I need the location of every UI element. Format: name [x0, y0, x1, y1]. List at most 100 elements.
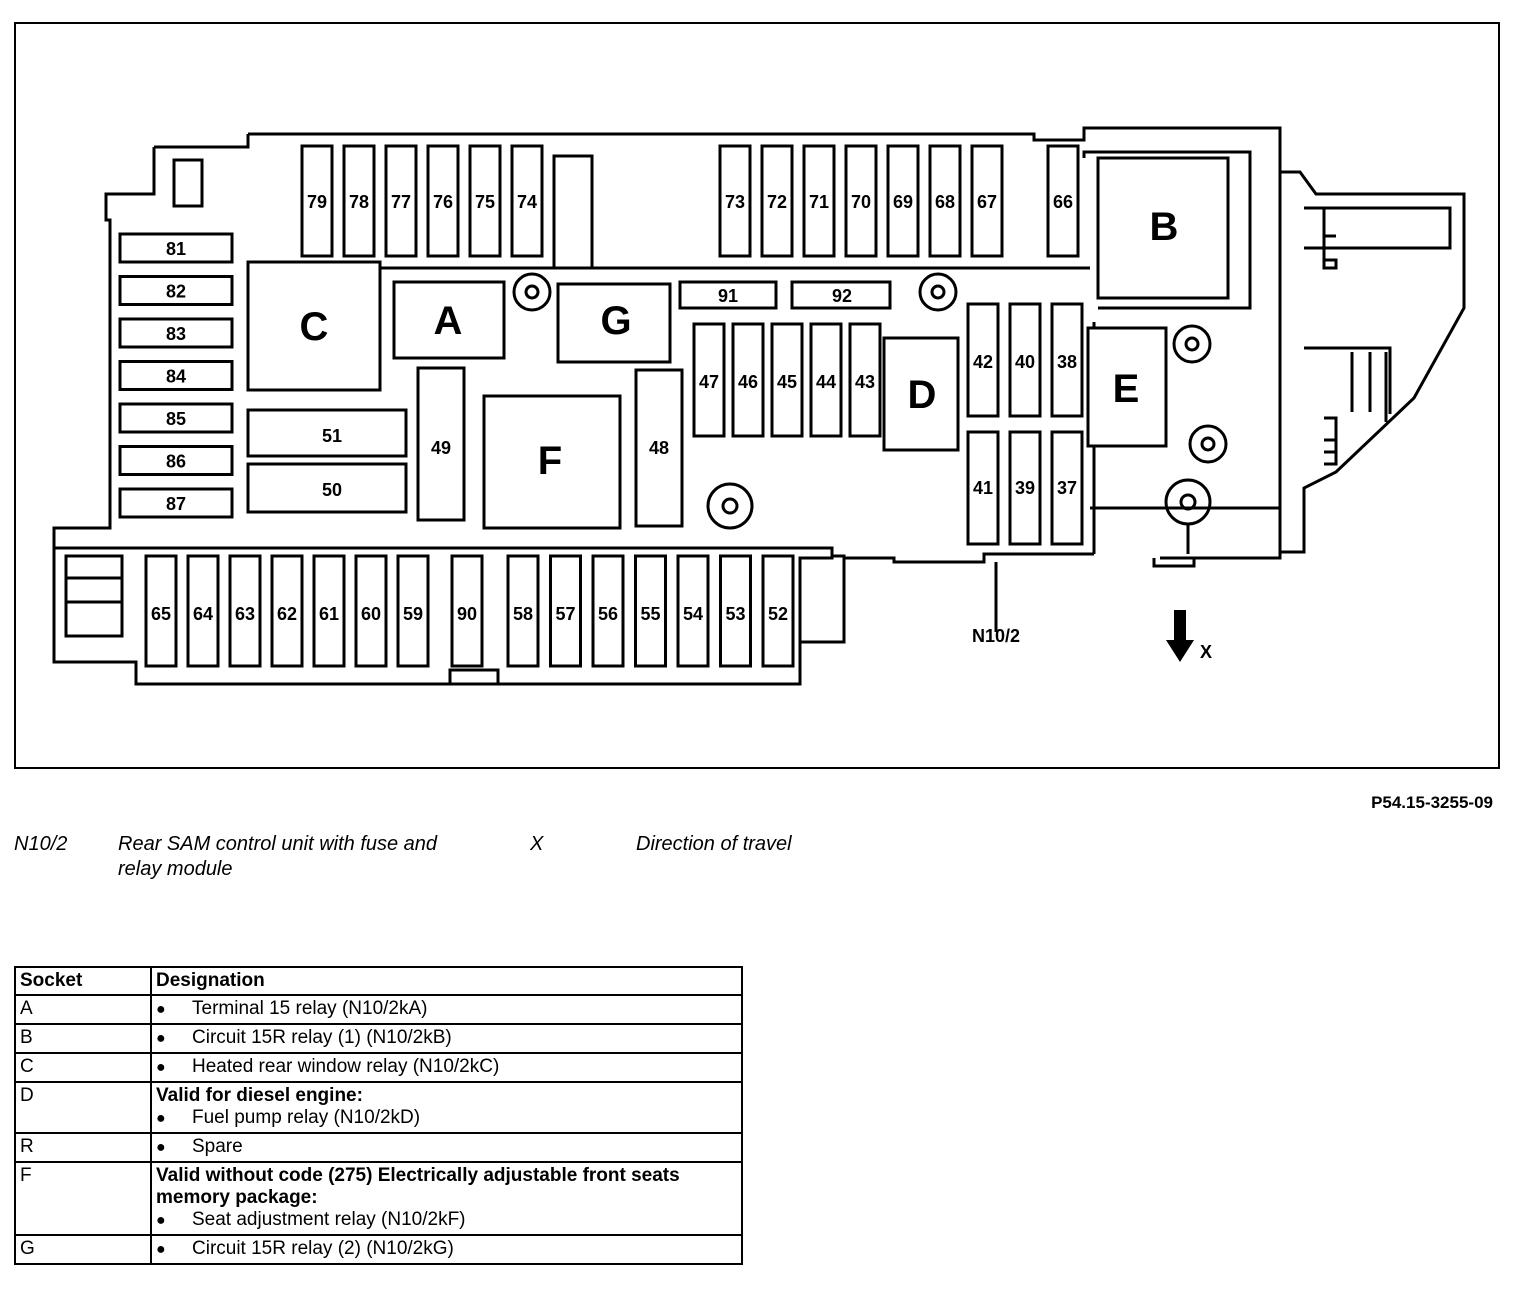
legend-desc-n10-2: Rear SAM control unit with fuse and rela…	[118, 833, 438, 880]
spacer-slot	[552, 154, 594, 270]
table-row: RSpare	[14, 1132, 743, 1163]
relay-b	[1096, 156, 1230, 300]
fuse-41-slot	[966, 430, 1000, 546]
table-row: CHeated rear window relay (N10/2kC)	[14, 1052, 743, 1083]
fuse-54-slot	[676, 554, 710, 668]
table-row: BCircuit 15R relay (1) (N10/2kB)	[14, 1023, 743, 1054]
fuse-74: 74	[517, 192, 537, 212]
designation-cell: Heated rear window relay (N10/2kC)	[150, 1052, 743, 1083]
relay-a	[392, 280, 506, 360]
fuse-75-slot	[468, 144, 502, 258]
fuse-72-slot	[760, 144, 794, 258]
designation-item: Terminal 15 relay (N10/2kA)	[156, 998, 737, 1021]
socket-cell: R	[14, 1132, 152, 1163]
fuse-61: 61	[319, 604, 339, 624]
fuse-37: 37	[1057, 478, 1077, 498]
fuse-85-slot	[118, 402, 234, 434]
fuse-42-slot	[966, 302, 1000, 418]
fuse-37-slot	[1050, 430, 1084, 546]
fuse-58-slot	[506, 554, 540, 668]
relay-c	[246, 260, 382, 392]
fuse-67-slot	[970, 144, 1004, 258]
fuse-86: 86	[166, 452, 186, 472]
fuse-90: 90	[457, 604, 477, 624]
fuse-73: 73	[725, 192, 745, 212]
fuse-42: 42	[973, 352, 993, 372]
relay-d-label: D	[908, 373, 937, 417]
fuse-72: 72	[767, 192, 787, 212]
table-row: ATerminal 15 relay (N10/2kA)	[14, 994, 743, 1025]
fuse-63: 63	[235, 604, 255, 624]
direction-label: X	[1200, 642, 1212, 662]
fuse-46-slot	[731, 322, 765, 438]
fuse-38-slot	[1050, 302, 1084, 418]
fuse-85: 85	[166, 409, 186, 429]
designation-item: Fuel pump relay (N10/2kD)	[156, 1107, 737, 1130]
fuse-76-slot	[426, 144, 460, 258]
relay-a-label: A	[434, 299, 463, 343]
fuse-45: 45	[777, 372, 797, 392]
table-header-row: Socket Designation	[14, 966, 743, 996]
designation-item: Heated rear window relay (N10/2kC)	[156, 1056, 737, 1079]
fuse-69-slot	[886, 144, 920, 258]
fuse-79-slot	[300, 144, 334, 258]
mounting-bolts	[512, 272, 1228, 530]
fuse-51: 51	[322, 426, 342, 446]
fuse-59: 59	[403, 604, 423, 624]
condition-text: Valid for diesel engine:	[156, 1085, 363, 1106]
fuse-61-slot	[312, 554, 346, 668]
fuse-69: 69	[893, 192, 913, 212]
header-socket: Socket	[14, 966, 152, 996]
fuse-86-slot	[118, 445, 234, 476]
fuse-70: 70	[851, 192, 871, 212]
fuse-70-slot	[844, 144, 878, 258]
fuse-39-slot	[1008, 430, 1042, 546]
designation-cell: Spare	[150, 1132, 743, 1163]
fuse-52: 52	[768, 604, 788, 624]
fuse-53-slot	[719, 554, 752, 668]
fuse-38: 38	[1057, 352, 1077, 372]
figure-reference: P54.15-3255-09	[1371, 793, 1493, 812]
fuse-68: 68	[935, 192, 955, 212]
fuse-64-slot	[186, 554, 220, 668]
socket-cell: C	[14, 1052, 152, 1083]
relay-c-label: C	[300, 305, 329, 349]
fuse-91: 91	[718, 286, 738, 306]
relay-g-label: G	[600, 299, 631, 343]
fuse-78: 78	[349, 192, 369, 212]
fuse-81-slot	[118, 232, 234, 264]
fuse-44-slot	[809, 322, 843, 438]
fuse-63-slot	[228, 554, 262, 668]
fuse-41: 41	[973, 478, 993, 498]
fuse-60: 60	[361, 604, 381, 624]
fuse-56-slot	[591, 554, 625, 668]
fuse-55: 55	[640, 604, 660, 624]
fuse-44: 44	[816, 372, 836, 392]
relay-d	[882, 336, 960, 452]
fuse-74-slot	[510, 144, 544, 258]
fuse-84: 84	[166, 367, 186, 387]
fuse-43-slot	[848, 322, 882, 438]
designation-item: Circuit 15R relay (1) (N10/2kB)	[156, 1027, 737, 1050]
relay-g	[556, 282, 672, 364]
relay-f	[482, 394, 622, 530]
socket-cell: A	[14, 994, 152, 1025]
legend-code-n10-2: N10/2	[14, 833, 68, 855]
fuse-54: 54	[683, 604, 703, 624]
fuse-73-slot	[718, 144, 752, 258]
fuse-77-slot	[384, 144, 418, 258]
fuse-62-slot	[270, 554, 304, 668]
fuse-47-slot	[692, 322, 726, 438]
fuse-79: 79	[307, 192, 327, 212]
fuse-81: 81	[166, 239, 186, 259]
fuse-65: 65	[151, 604, 171, 624]
fuse-59-slot	[396, 554, 430, 668]
fuse-56: 56	[598, 604, 618, 624]
fuse-68-slot	[928, 144, 962, 258]
fuse-43: 43	[855, 372, 875, 392]
fuse-64: 64	[193, 604, 213, 624]
fuse-83-slot	[118, 317, 234, 349]
fuse-46: 46	[738, 372, 758, 392]
fuse-87: 87	[166, 494, 186, 514]
housing-outline	[52, 126, 1282, 686]
